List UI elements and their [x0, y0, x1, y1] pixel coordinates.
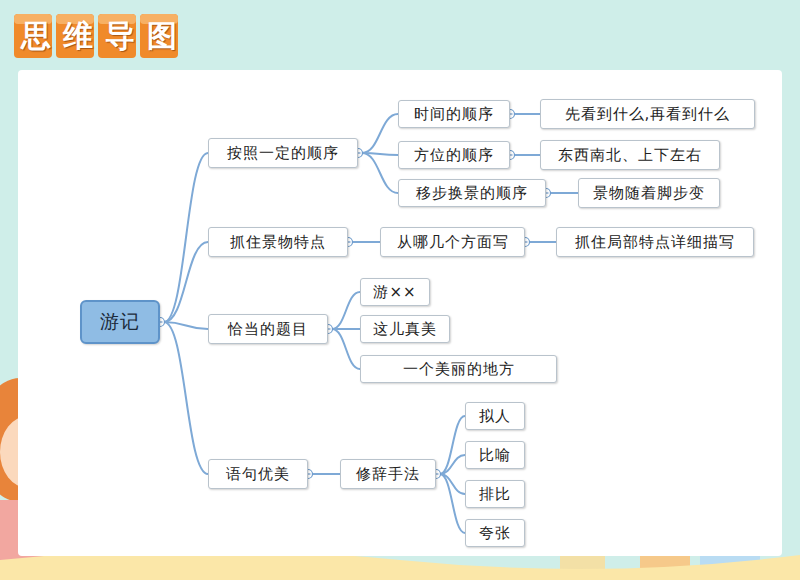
panel: [18, 70, 782, 556]
topic-box: 抓住景物特点: [208, 227, 348, 257]
topic-box: 一个美丽的地方: [360, 355, 557, 383]
topic-box: 恰当的题目: [208, 314, 328, 344]
node-label: 时间的顺序: [414, 105, 494, 124]
branch-line: [332, 292, 360, 329]
topic-box: 排比: [465, 480, 525, 508]
node-label: 景物随着脚步变: [593, 184, 705, 203]
branch-line: [440, 455, 465, 474]
node-label: 排比: [479, 485, 511, 504]
node-label: 游记: [100, 309, 140, 335]
node-label: 抓住景物特点: [230, 233, 326, 252]
branch-line: [514, 113, 540, 115]
topic-box: 比喻: [465, 441, 525, 469]
topic-box: 按照一定的顺序: [208, 138, 358, 168]
node-label: 按照一定的顺序: [227, 144, 339, 163]
topic-box: 景物随着脚步变: [578, 178, 720, 208]
node-label: 这儿真美: [373, 320, 437, 339]
topic-box: 抓住局部特点详细描写: [556, 227, 754, 257]
branch-line: [514, 154, 540, 156]
branch-line: [164, 322, 208, 474]
topic-box: 修辞手法: [340, 459, 436, 489]
node-label: 夸张: [479, 524, 511, 543]
node-label: 修辞手法: [356, 465, 420, 484]
topic-box: 夸张: [465, 519, 525, 547]
node-label: 恰当的题目: [228, 320, 308, 339]
node-label: 拟人: [479, 407, 511, 426]
branch-line: [164, 242, 208, 322]
topic-box: 方位的顺序: [398, 141, 510, 169]
topic-box: 从哪几个方面写: [380, 227, 525, 257]
branch-line: [440, 474, 465, 533]
node-label: 移步换景的顺序: [416, 184, 528, 203]
node-label: 东西南北、上下左右: [558, 146, 702, 165]
branch-line: [352, 241, 380, 243]
branch-line: [312, 473, 340, 475]
topic-box: 移步换景的顺序: [398, 179, 546, 207]
topic-box: 语句优美: [208, 459, 308, 489]
node-label: 一个美丽的地方: [403, 360, 515, 379]
node-label: 抓住局部特点详细描写: [575, 233, 735, 252]
node-label: 游××: [373, 283, 416, 302]
topic-box: 游××: [360, 278, 430, 306]
branch-line: [332, 329, 360, 369]
title: 思维导图: [21, 16, 189, 56]
branch-line: [550, 192, 578, 194]
node-label: 方位的顺序: [414, 146, 494, 165]
branch-line: [440, 416, 465, 474]
branch-line: [529, 241, 556, 243]
node-label: 语句优美: [226, 465, 290, 484]
topic-box: 这儿真美: [360, 315, 450, 343]
topic-box: 拟人: [465, 402, 525, 430]
root-box: 游记: [80, 300, 160, 344]
branch-line: [164, 153, 208, 322]
branch-line: [362, 114, 398, 153]
topic-box: 先看到什么,再看到什么: [540, 99, 755, 129]
topic-box: 东西南北、上下左右: [540, 140, 720, 170]
branch-line: [362, 153, 398, 193]
node-label: 比喻: [479, 446, 511, 465]
node-label: 从哪几个方面写: [397, 233, 509, 252]
node-label: 先看到什么,再看到什么: [565, 105, 731, 124]
topic-box: 时间的顺序: [398, 100, 510, 128]
